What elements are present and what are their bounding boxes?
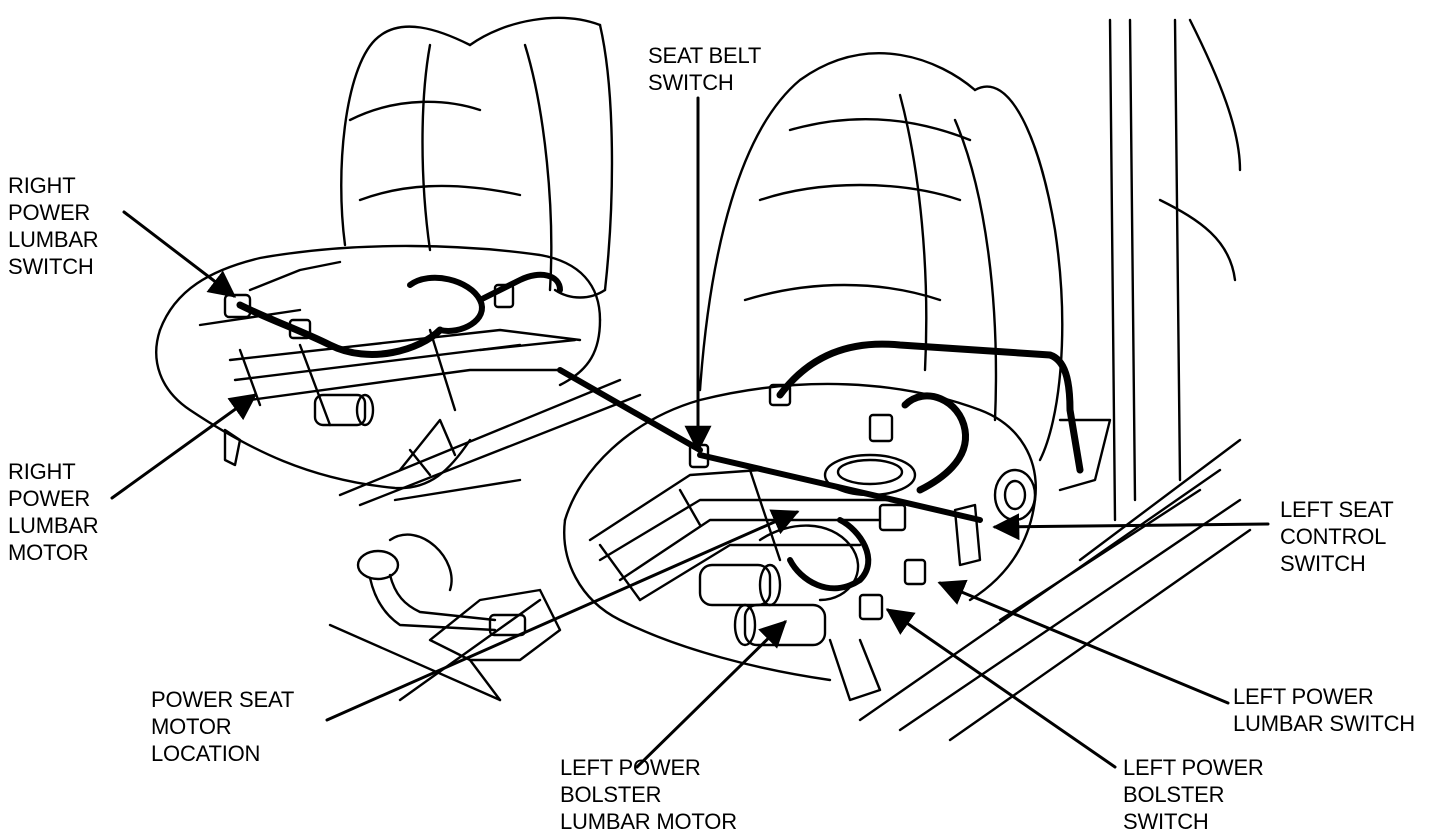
label-left-power-lumbar-switch: LEFT POWER LUMBAR SWITCH: [1233, 683, 1415, 737]
label-line: RIGHT: [8, 173, 76, 198]
label-line: BOLSTER: [560, 782, 662, 807]
door-sill: [858, 18, 1252, 742]
left-seat: [557, 52, 1112, 702]
label-line: LUMBAR: [8, 513, 99, 538]
label-line: LEFT POWER: [1233, 684, 1374, 709]
label-line: LUMBAR: [8, 227, 99, 252]
label-line: SWITCH: [648, 70, 734, 95]
label-line: CONTROL: [1280, 524, 1387, 549]
label-line: POWER: [8, 486, 91, 511]
label-line: RIGHT: [8, 459, 76, 484]
label-line: MOTOR: [8, 540, 89, 565]
label-right-power-lumbar-switch: RIGHT POWER LUMBAR SWITCH: [8, 172, 99, 280]
label-line: SWITCH: [1280, 551, 1366, 576]
label-line: LEFT POWER: [560, 755, 701, 780]
label-line: LEFT POWER: [1123, 755, 1264, 780]
label-line: LOCATION: [151, 741, 261, 766]
label-right-power-lumbar-motor: RIGHT POWER LUMBAR MOTOR: [8, 458, 99, 566]
label-line: SWITCH: [1123, 809, 1209, 834]
label-line: SWITCH: [8, 254, 94, 279]
label-line: SEAT BELT: [648, 43, 762, 68]
label-line: MOTOR: [151, 714, 232, 739]
label-line: LUMBAR SWITCH: [1233, 711, 1415, 736]
label-left-seat-control-switch: LEFT SEAT CONTROL SWITCH: [1280, 496, 1394, 577]
label-line: LEFT SEAT: [1280, 497, 1394, 522]
right-seat: [155, 16, 614, 490]
center-floor: [328, 378, 642, 702]
label-line: LUMBAR MOTOR: [560, 809, 737, 834]
label-left-power-bolster-switch: LEFT POWER BOLSTER SWITCH: [1123, 754, 1264, 835]
label-seat-belt-switch: SEAT BELT SWITCH: [648, 42, 761, 96]
label-power-seat-motor-location: POWER SEAT MOTOR LOCATION: [151, 686, 294, 767]
leader-lines: [110, 96, 1270, 769]
label-line: BOLSTER: [1123, 782, 1225, 807]
label-left-power-bolster-lumbar-motor: LEFT POWER BOLSTER LUMBAR MOTOR: [560, 754, 737, 835]
label-line: POWER SEAT: [151, 687, 295, 712]
label-line: POWER: [8, 200, 91, 225]
